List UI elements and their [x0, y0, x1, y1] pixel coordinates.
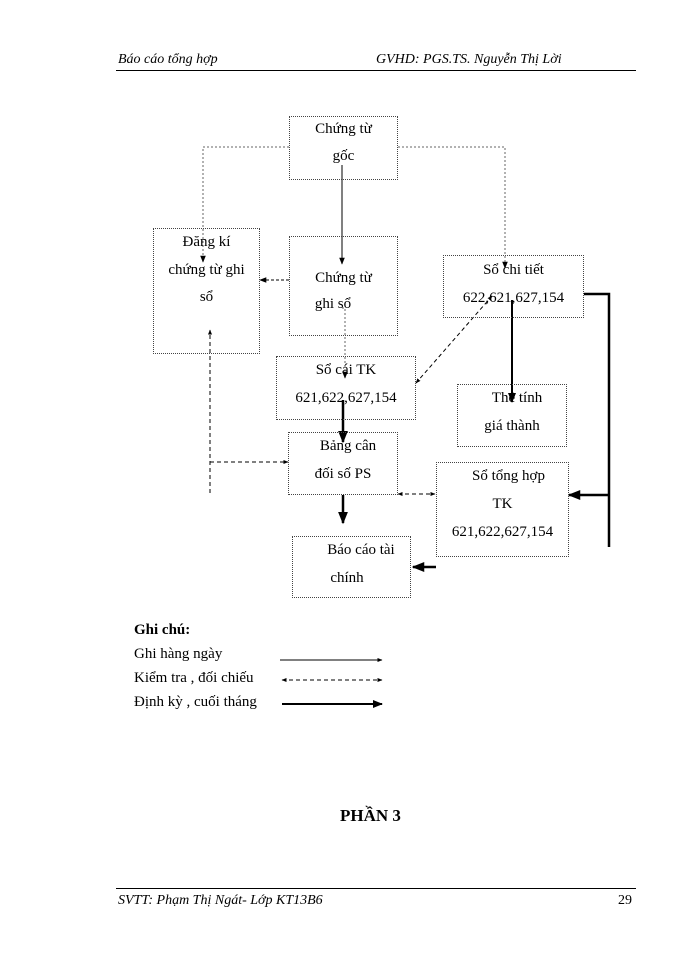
header-rule: [116, 70, 636, 71]
box-bao-cao-line2: chính: [330, 570, 364, 586]
box-dang-ki-line2: chứng từ ghi: [168, 262, 245, 278]
box-chung-tu-ghi-so-line1: Chứng từ: [315, 270, 372, 286]
box-bang-can-doi: [288, 432, 398, 495]
box-the-tinh-gia-thanh: [457, 384, 567, 447]
box-dang-ki-line3: sổ: [199, 289, 214, 305]
section-title: PHẦN 3: [340, 806, 401, 825]
legend-title: Ghi chú:: [134, 622, 191, 638]
box-so-tong-hop: [436, 462, 569, 557]
conn-goc-to-dangki: [200, 146, 289, 263]
legend-item-check: Kiểm tra , đối chiếu: [134, 670, 254, 686]
box-so-tong-hop-line3: 621,622,627,154: [451, 524, 554, 540]
box-bao-cao-tai-chinh: [292, 536, 411, 598]
page-number: 29: [618, 893, 632, 908]
box-chung-tu-goc-line2: gốc: [332, 148, 355, 164]
box-so-chi-tiet-line1: Sổ chi tiết: [483, 262, 544, 278]
box-so-chi-tiet: [443, 255, 584, 318]
box-so-cai-line1: Sổ cái TK: [315, 362, 377, 378]
conn-ghiso-to-socai: [342, 307, 348, 379]
footer-rule: [116, 888, 636, 889]
box-bao-cao-line1: Báo cáo tài: [327, 542, 395, 558]
box-dang-ki-line1: Đăng kí: [182, 234, 231, 250]
header-right: GVHD: PGS.TS. Nguyễn Thị Lời: [376, 52, 562, 67]
conn-sochitiet-socai: [415, 295, 493, 384]
box-so-tong-hop-line2: TK: [492, 496, 513, 512]
box-chung-tu-ghi-so-line2: ghi sổ: [314, 296, 352, 312]
legend-item-periodic: Định kỳ , cuối tháng: [134, 694, 257, 710]
box-chung-tu-ghi-so: [289, 236, 398, 336]
box-the-tinh-line1: Thẻ tính: [491, 390, 543, 406]
footer-left: SVTT: Phạm Thị Ngát- Lớp KT13B6: [118, 893, 323, 908]
box-so-cai-line2: 621,622,627,154: [295, 390, 397, 406]
conn-sochitiet-to-sotonghop: [584, 292, 611, 547]
box-chung-tu-goc-line1: Chứng từ: [315, 121, 372, 137]
box-so-cai: [276, 356, 416, 420]
box-so-tong-hop-line1: Sổ tổng hợp: [472, 468, 545, 484]
box-bang-can-doi-line2: đối số PS: [314, 466, 372, 482]
header-left: Báo cáo tổng hợp: [118, 52, 218, 67]
conn-goc-to-sochitiet: [398, 146, 508, 269]
box-so-chi-tiet-line2: 622,621,627,154: [462, 290, 565, 306]
legend-item-daily: Ghi hàng ngày: [134, 646, 223, 662]
box-dang-ki: [153, 228, 260, 354]
box-bang-can-doi-line1: Bảng cân: [319, 438, 377, 454]
box-the-tinh-line2: giá thành: [484, 418, 540, 434]
box-chung-tu-goc: [289, 116, 398, 180]
